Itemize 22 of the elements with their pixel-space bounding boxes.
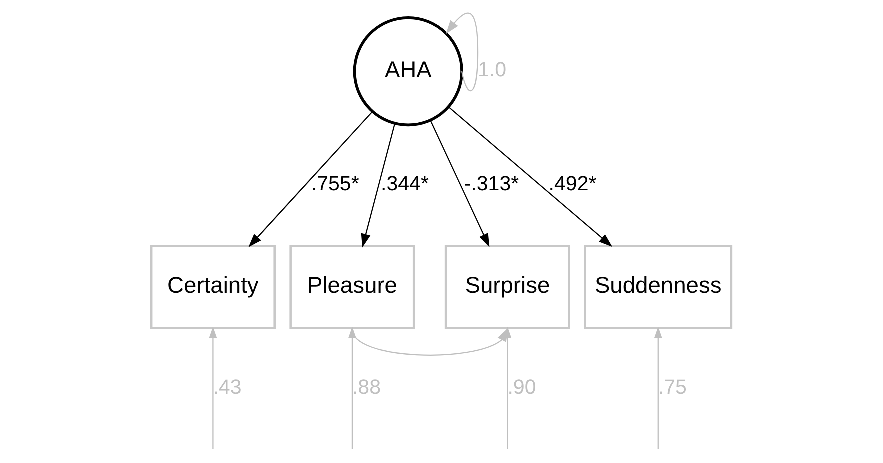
arrow: [361, 124, 396, 248]
edge-label: .755*: [311, 172, 360, 196]
arrow: [448, 107, 613, 248]
edge-label: .88: [352, 376, 382, 399]
arrow: [248, 111, 374, 248]
arrow: [446, 12, 479, 92]
node-box: Suddenness: [584, 245, 733, 330]
edge-label: .75: [658, 376, 687, 399]
edge-label: 1.0: [478, 58, 507, 82]
edge-label: .43: [213, 376, 242, 399]
arrow: [348, 326, 356, 450]
arrow: [654, 326, 662, 450]
edge-label: .90: [508, 376, 536, 399]
node-box: Surprise: [444, 245, 570, 330]
node-box: Certainty: [150, 245, 276, 330]
arrow: [430, 120, 490, 248]
edge-label: .344*: [380, 172, 429, 196]
node-circle: AHA: [353, 16, 464, 127]
edge-label: .492*: [548, 172, 597, 196]
edge-label: -.313*: [464, 172, 520, 196]
arrow: [209, 326, 218, 450]
node-box: Pleasure: [290, 245, 416, 330]
